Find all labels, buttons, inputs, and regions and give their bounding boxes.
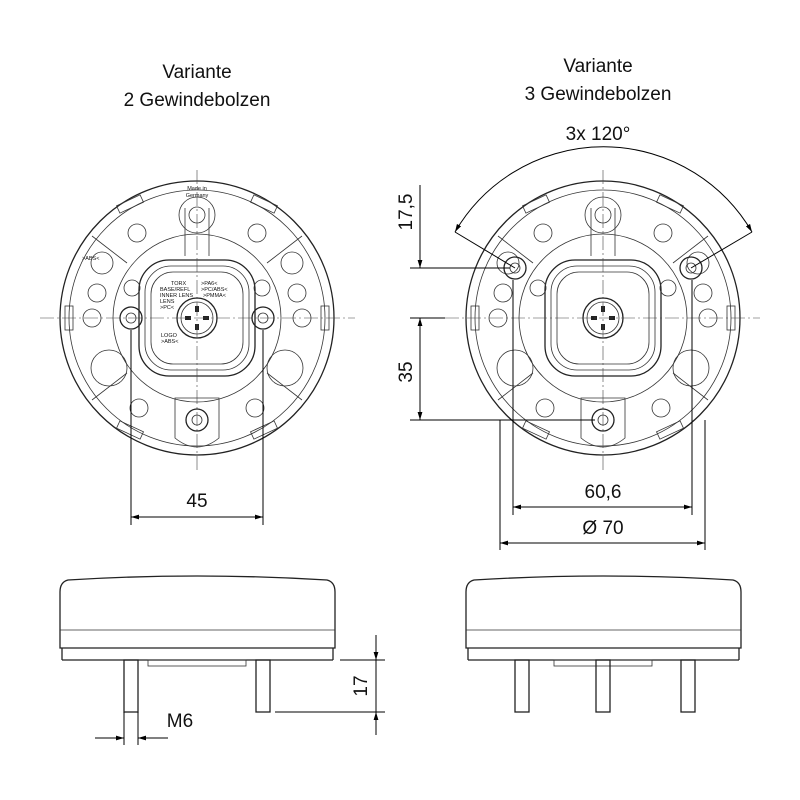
angle-label: 3x 120° [566,124,631,145]
right-lamp-top-view [445,170,760,470]
dimension-17: 17 [275,635,385,735]
pa6-label: >PA6< [201,281,217,287]
logo-label: LOGO [161,333,178,339]
torx-label: TORX [171,281,187,287]
made-in-label: Made in [187,186,207,192]
dimension-17-5-label: 17,5 [396,194,417,231]
base-refl-label: BASE/REFL [160,287,190,293]
dimension-m6: M6 [95,711,193,745]
dimension-diameter-label: Ø 70 [582,518,623,539]
dimension-45: 45 [130,330,264,525]
left-title-line1: Variante [162,62,231,83]
right-title-line2: 3 Gewindebolzen [525,84,672,105]
lens-label: LENS [160,299,175,305]
dimension-35-label: 35 [396,361,417,382]
dimension-45-label: 45 [186,491,207,512]
pmma-label: >PMMA< [203,293,226,299]
pc-label: >PC< [160,305,174,311]
germany-label: Germany [186,193,209,199]
left-title-line2: 2 Gewindebolzen [124,90,271,111]
abs-label: >ABS< [161,339,178,345]
right-lamp-side-view [465,575,742,713]
left-lamp-side-view [59,575,336,713]
dimension-17-label: 17 [351,675,372,696]
right-title-line1: Variante [563,56,632,77]
dimension-60-6: 60,6 [512,280,693,515]
dimension-angle-120: 3x 120° [454,124,753,269]
pc-abs-label: >PC/ABS< [201,287,228,293]
dimension-17-5-and-35: 17,5 35 [396,185,595,421]
inner-lens-label: INNER LENS [160,293,193,299]
dimension-diameter-70: Ø 70 [499,420,706,550]
left-lamp-top-view: Made in Germany TORX >PA6< BASE/REFL >PC… [40,170,355,470]
thread-label: M6 [167,711,193,732]
dimension-60-6-label: 60,6 [585,482,622,503]
abs-side-label: >ABS< [82,256,99,262]
